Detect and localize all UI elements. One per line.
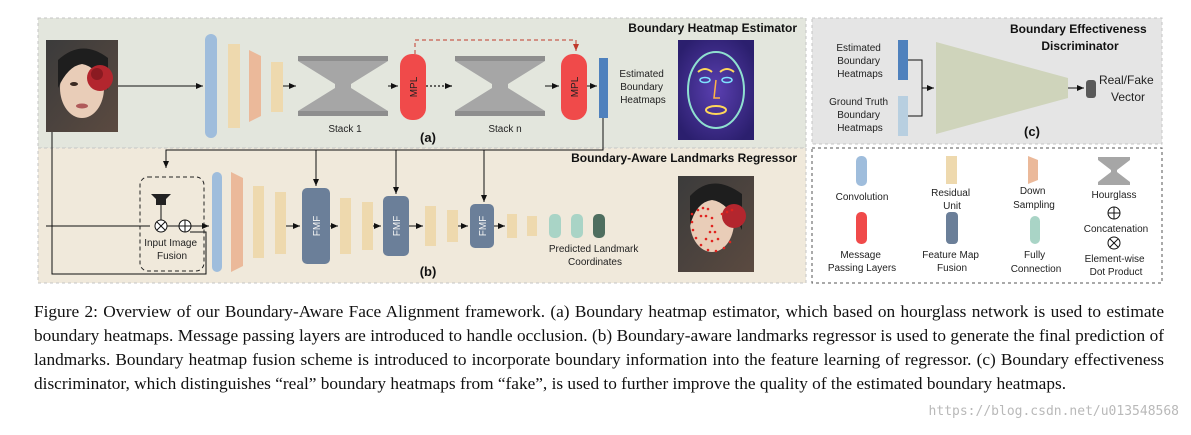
estimated-heatmaps-label: Estimated Boundary Heatmaps [619,69,666,106]
legend-down-sampling-swatch [1028,156,1038,184]
legend-hourglass-label: Hourglass [1091,190,1136,201]
legend-fc-label: Fully Connection [1011,250,1062,275]
estimated-heatmaps-input-label: Estimated Boundary Heatmaps [836,43,883,80]
panel-c-title: Boundary Effectiveness Discriminator [1010,22,1150,53]
residual-unit [507,214,517,238]
legend-hourglass-swatch [1098,157,1130,185]
panel-a-label: (a) [420,130,436,145]
residual-unit [527,216,537,236]
stack-1-label: Stack 1 [328,124,362,135]
panel-c: Boundary Effectiveness Discriminator Est… [811,17,1163,145]
legend-dot-product-label: Element-wise Dot Product [1085,254,1148,278]
ground-truth-input-label: Ground Truth Boundary Heatmaps [829,97,891,134]
fmf-block-2 [383,196,409,256]
down-sampling [231,172,243,272]
hourglass-stack-1 [298,56,388,116]
boundary-heatmap-image [678,40,754,140]
estimated-heatmap-input [898,40,908,80]
fmf-block-3 [470,204,494,248]
panel-a: Boundary Heatmap Estimator Stack 1 MPL [37,17,807,149]
panel-b-title: Boundary-Aware Landmarks Regressor [571,151,797,165]
residual-unit [425,206,436,246]
watermark: https://blog.csdn.net/u013548568 [928,404,1179,419]
residual-unit [275,192,286,254]
legend: Convolution Residual Unit Down Sampling … [811,147,1163,284]
real-fake-output-node [1086,80,1096,98]
legend-residual-swatch [946,156,957,184]
input-fusion-label: Input Image Fusion [144,238,200,262]
residual-unit [253,186,264,258]
legend-convolution-label: Convolution [836,192,889,203]
legend-fmf-swatch [946,212,958,244]
real-fake-vector-label: Real/Fake Vector [1099,73,1157,104]
legend-fmf-label: Feature Map Fusion [922,250,981,274]
mpl-2-label: MPL [570,76,581,97]
legend-concatenation-label: Concatenation [1084,224,1149,235]
landmark-face-image [678,176,754,272]
legend-convolution-swatch [856,156,867,186]
hourglass-stack-n [455,56,545,116]
residual-unit [340,198,351,254]
fmf-1-label: FMF [312,216,323,237]
output-fully-connection [593,214,605,238]
stack-n-label: Stack n [488,124,521,135]
residual-unit [447,210,458,242]
message-passing-link [414,39,579,54]
convolution-block [205,34,217,138]
ground-truth-heatmap-input [898,96,908,136]
mpl-1-label: MPL [409,76,420,97]
legend-residual-label: Residual Unit [931,188,973,212]
mpl-block-2 [561,54,587,120]
down-sampling [249,50,261,122]
legend-mpl-swatch [856,212,867,244]
fully-connection [571,214,583,238]
legend-fc-swatch [1030,216,1040,244]
discriminator-network [936,42,1068,134]
residual-unit [228,44,240,128]
input-face-image [46,40,118,132]
framework-diagram: Boundary Heatmap Estimator Stack 1 MPL [37,17,1163,284]
fully-connection [549,214,561,238]
panel-c-label: (c) [1024,124,1040,139]
mpl-block-1 [400,54,426,120]
fmf-block-1 [302,188,330,264]
hourglass-icon [151,194,171,205]
panel-b-label: (b) [420,264,437,279]
convolution-block [212,172,222,272]
panel-b: Boundary-Aware Landmarks Regressor Input… [37,118,807,284]
legend-down-sampling-label: Down Sampling [1013,186,1055,211]
fmf-2-label: FMF [392,216,403,237]
predicted-landmarks-label: Predicted Landmark Coordinates [549,244,641,268]
panel-a-title: Boundary Heatmap Estimator [628,21,797,35]
estimated-heatmap-bar [599,58,608,118]
figure-caption: Figure 2: Overview of our Boundary-Aware… [34,302,1164,393]
residual-unit [362,202,373,250]
legend-mpl-label: Message Passing Layers [828,250,896,274]
fmf-3-label: FMF [478,216,489,237]
residual-unit [271,62,283,112]
